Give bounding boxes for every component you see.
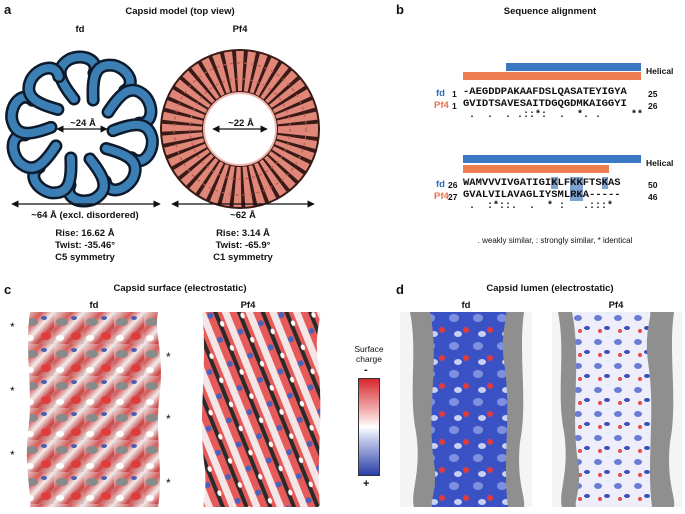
pf4-seq-end-2: 46 bbox=[648, 192, 658, 202]
fd-seq-name-1: fd bbox=[436, 88, 445, 99]
pf4-helix-bar-2 bbox=[463, 165, 609, 173]
panel-c-fd-label: fd bbox=[89, 300, 99, 311]
pf4-rise: Rise: 3.14 Å bbox=[216, 228, 270, 239]
panel-a-title: Capsid model (top view) bbox=[125, 6, 235, 17]
fd-star-1: * bbox=[10, 320, 15, 334]
panel-b-label: b bbox=[396, 2, 404, 17]
panel-d-label: d bbox=[396, 282, 404, 297]
fd-capsid-ring bbox=[7, 50, 158, 201]
charge-minus-label: - bbox=[364, 364, 368, 376]
fd-seq-end-2: 50 bbox=[648, 180, 658, 190]
fd-outer-diameter: ~64 Å (excl. disordered) bbox=[31, 210, 139, 221]
panel-c-pf4-label: Pf4 bbox=[240, 300, 256, 311]
capsid-top-view bbox=[0, 49, 320, 209]
fd-lumen-map bbox=[400, 312, 532, 507]
consensus-2: . :*::. . * : .:::* bbox=[463, 201, 614, 212]
panel-d-title: Capsid lumen (electrostatic) bbox=[486, 283, 614, 294]
fd-seq-start-1: 1 bbox=[452, 89, 457, 99]
fd-star-3: * bbox=[10, 448, 15, 462]
pf4-outer-diameter: ~62 Å bbox=[230, 210, 256, 221]
fd-seq-name-2: fd bbox=[436, 179, 445, 190]
panel-a-label: a bbox=[4, 2, 12, 17]
pf4-twist: Twist: -65.9° bbox=[215, 240, 271, 251]
panel-d-fd-label: fd bbox=[461, 300, 471, 311]
pf4-lumen-map bbox=[552, 312, 682, 507]
fd-seq-end-1: 25 bbox=[648, 89, 658, 99]
charge-scale-title: Surface charge bbox=[354, 344, 384, 364]
fd-star-5: * bbox=[166, 412, 171, 426]
pf4-seq-name-1: Pf4 bbox=[434, 100, 449, 111]
pf4-helix-bar-1 bbox=[463, 72, 641, 80]
consensus-1: . . . .::*: . *. . ** bbox=[463, 110, 644, 121]
pf4-seq-1: GVIDTSAVESAITDGQGDMKAIGGYI bbox=[463, 98, 627, 110]
panel-d-pf4-label: Pf4 bbox=[608, 300, 624, 311]
panel-b-title: Sequence alignment bbox=[503, 6, 597, 17]
charge-color-scale bbox=[358, 378, 380, 476]
fd-twist: Twist: -35.46° bbox=[54, 240, 116, 251]
fd-surface-map bbox=[26, 312, 161, 507]
fd-model-name: fd bbox=[75, 24, 85, 35]
pf4-seq-start-1: 1 bbox=[452, 101, 457, 111]
pf4-seq-name-2: Pf4 bbox=[434, 191, 449, 202]
fd-helix-bar-1 bbox=[506, 63, 641, 71]
fd-star-6: * bbox=[166, 476, 171, 490]
pf4-model-name: Pf4 bbox=[232, 24, 248, 35]
pf4-seq-2: GVALVILAVAGLIYSMLRKA----- bbox=[463, 189, 621, 201]
pf4-stats: Rise: 3.14 Å Twist: -65.9° C1 symmetry bbox=[172, 228, 314, 264]
helical-label-1: Helical bbox=[646, 66, 674, 76]
charge-plus-label: + bbox=[363, 478, 370, 490]
pf4-surface-map bbox=[202, 312, 321, 507]
fd-stats: Rise: 16.62 Å Twist: -35.46° C5 symmetry bbox=[10, 228, 160, 264]
pf4-seq-end-1: 26 bbox=[648, 101, 658, 111]
fd-seq-2: WAMVVVIVGATIGIKLFKKFTSKAS bbox=[463, 177, 621, 189]
fd-star-4: * bbox=[166, 350, 171, 364]
fd-seq-1: -AEGDDPAKAAFDSLQASATEYIGYA bbox=[463, 86, 627, 98]
fd-helix-bar-2 bbox=[463, 155, 641, 163]
panel-c-label: c bbox=[4, 282, 12, 297]
pf4-inner-diameter: ~22 Å bbox=[228, 118, 254, 129]
helical-label-2: Helical bbox=[646, 158, 674, 168]
alignment-legend: . weakly similar, : strongly similar, * … bbox=[477, 236, 633, 245]
pf4-symmetry: C1 symmetry bbox=[213, 252, 273, 263]
fd-star-2: * bbox=[10, 384, 15, 398]
fd-inner-diameter: ~24 Å bbox=[70, 118, 96, 129]
pf4-capsid-ring bbox=[160, 49, 320, 209]
fd-rise: Rise: 16.62 Å bbox=[55, 228, 115, 239]
fd-seq-start-2: 26 bbox=[448, 180, 458, 190]
panel-c-title: Capsid surface (electrostatic) bbox=[113, 283, 247, 294]
fd-symmetry: C5 symmetry bbox=[55, 252, 115, 263]
pf4-seq-start-2: 27 bbox=[448, 192, 458, 202]
